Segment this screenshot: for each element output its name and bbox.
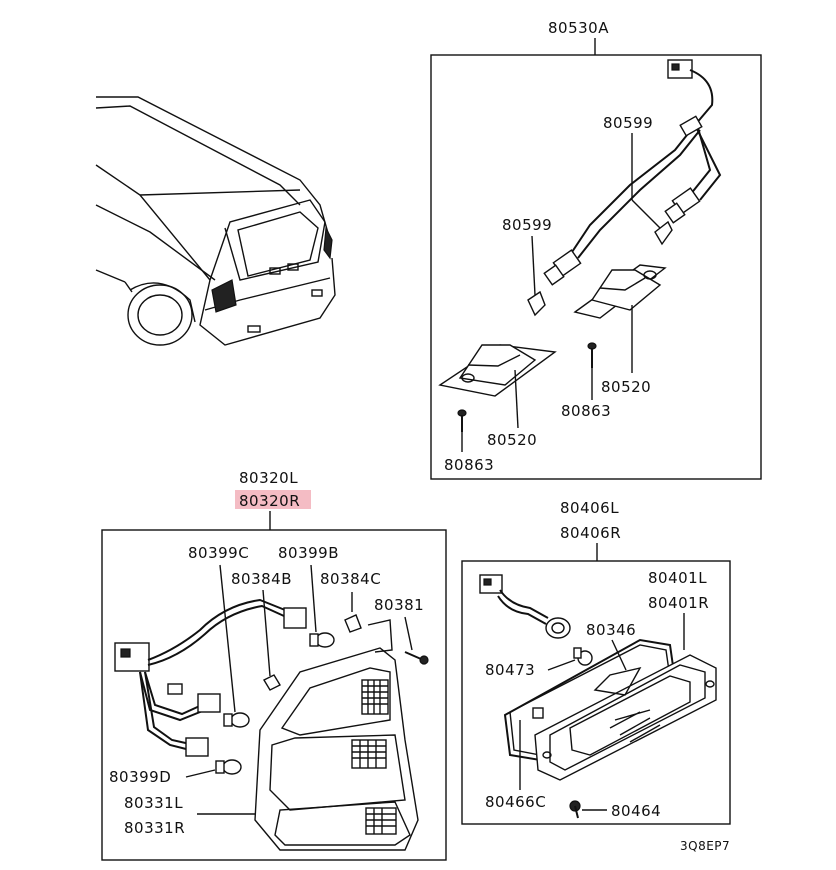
label-80401l: 80401L [648, 569, 707, 587]
label-80401r: 80401R [648, 594, 709, 612]
label-80381: 80381 [374, 596, 424, 614]
diagram-code: 3Q8EP7 [680, 839, 730, 853]
label-80384b: 80384B [231, 570, 292, 588]
reflex-lens [534, 654, 717, 781]
socket-80384b [263, 674, 281, 691]
screw-80863-lower [457, 409, 467, 432]
label-80599-upper: 80599 [603, 114, 653, 132]
label-80863-lower: 80863 [444, 456, 494, 474]
screw-80863-upper [587, 342, 597, 368]
label-80599-lower: 80599 [502, 216, 552, 234]
label-80320l: 80320L [239, 469, 298, 487]
label-80346: 80346 [586, 621, 636, 639]
highlight-80320r [235, 490, 311, 509]
label-80331l: 80331L [124, 794, 183, 812]
socket-80384c [344, 614, 362, 633]
label-80384c: 80384C [320, 570, 381, 588]
label-80520-lower: 80520 [487, 431, 537, 449]
vehicle-illustration [95, 96, 336, 346]
lamp-housing-upper [573, 264, 667, 319]
license-lamp-assembly: 80530A 80599 [430, 19, 762, 480]
reflex-lamp-assembly: 80406L 80406R 80401L 80401R 80346 80473 … [461, 499, 731, 825]
bulb-80399b [309, 632, 335, 648]
bulb-80346 [573, 647, 593, 666]
label-80406l: 80406L [560, 499, 619, 517]
tail-lamp-assembly: 80320L 80320R 80399C 80399B 80384B 80384… [101, 469, 447, 861]
screw-80464 [569, 800, 581, 819]
label-80406r: 80406R [560, 524, 621, 542]
label-80530a: 80530A [548, 19, 609, 37]
socket-lower [543, 249, 582, 286]
label-80863-upper: 80863 [561, 402, 611, 420]
label-80399d: 80399D [109, 768, 171, 786]
reflex-harness [479, 574, 571, 639]
label-80473: 80473 [485, 661, 535, 679]
screw-80381 [404, 651, 429, 665]
bulb-80399d [215, 759, 242, 775]
socket-upper [664, 187, 701, 224]
lamp-housing-lower [438, 344, 557, 397]
label-80320r: 80320R [239, 492, 300, 510]
tail-lamp-lens [254, 619, 419, 851]
bulb-80399c [223, 712, 250, 728]
label-80464: 80464 [611, 802, 661, 820]
label-80399b: 80399B [278, 544, 339, 562]
label-80520-upper: 80520 [601, 378, 651, 396]
label-80331r: 80331R [124, 819, 185, 837]
tail-harness [114, 598, 307, 757]
harness-connector-top [569, 59, 722, 259]
bulb-80599-lower [527, 290, 546, 317]
label-80466c: 80466C [485, 793, 546, 811]
label-80399c: 80399C [188, 544, 249, 562]
bulb-80599-upper [654, 220, 673, 246]
